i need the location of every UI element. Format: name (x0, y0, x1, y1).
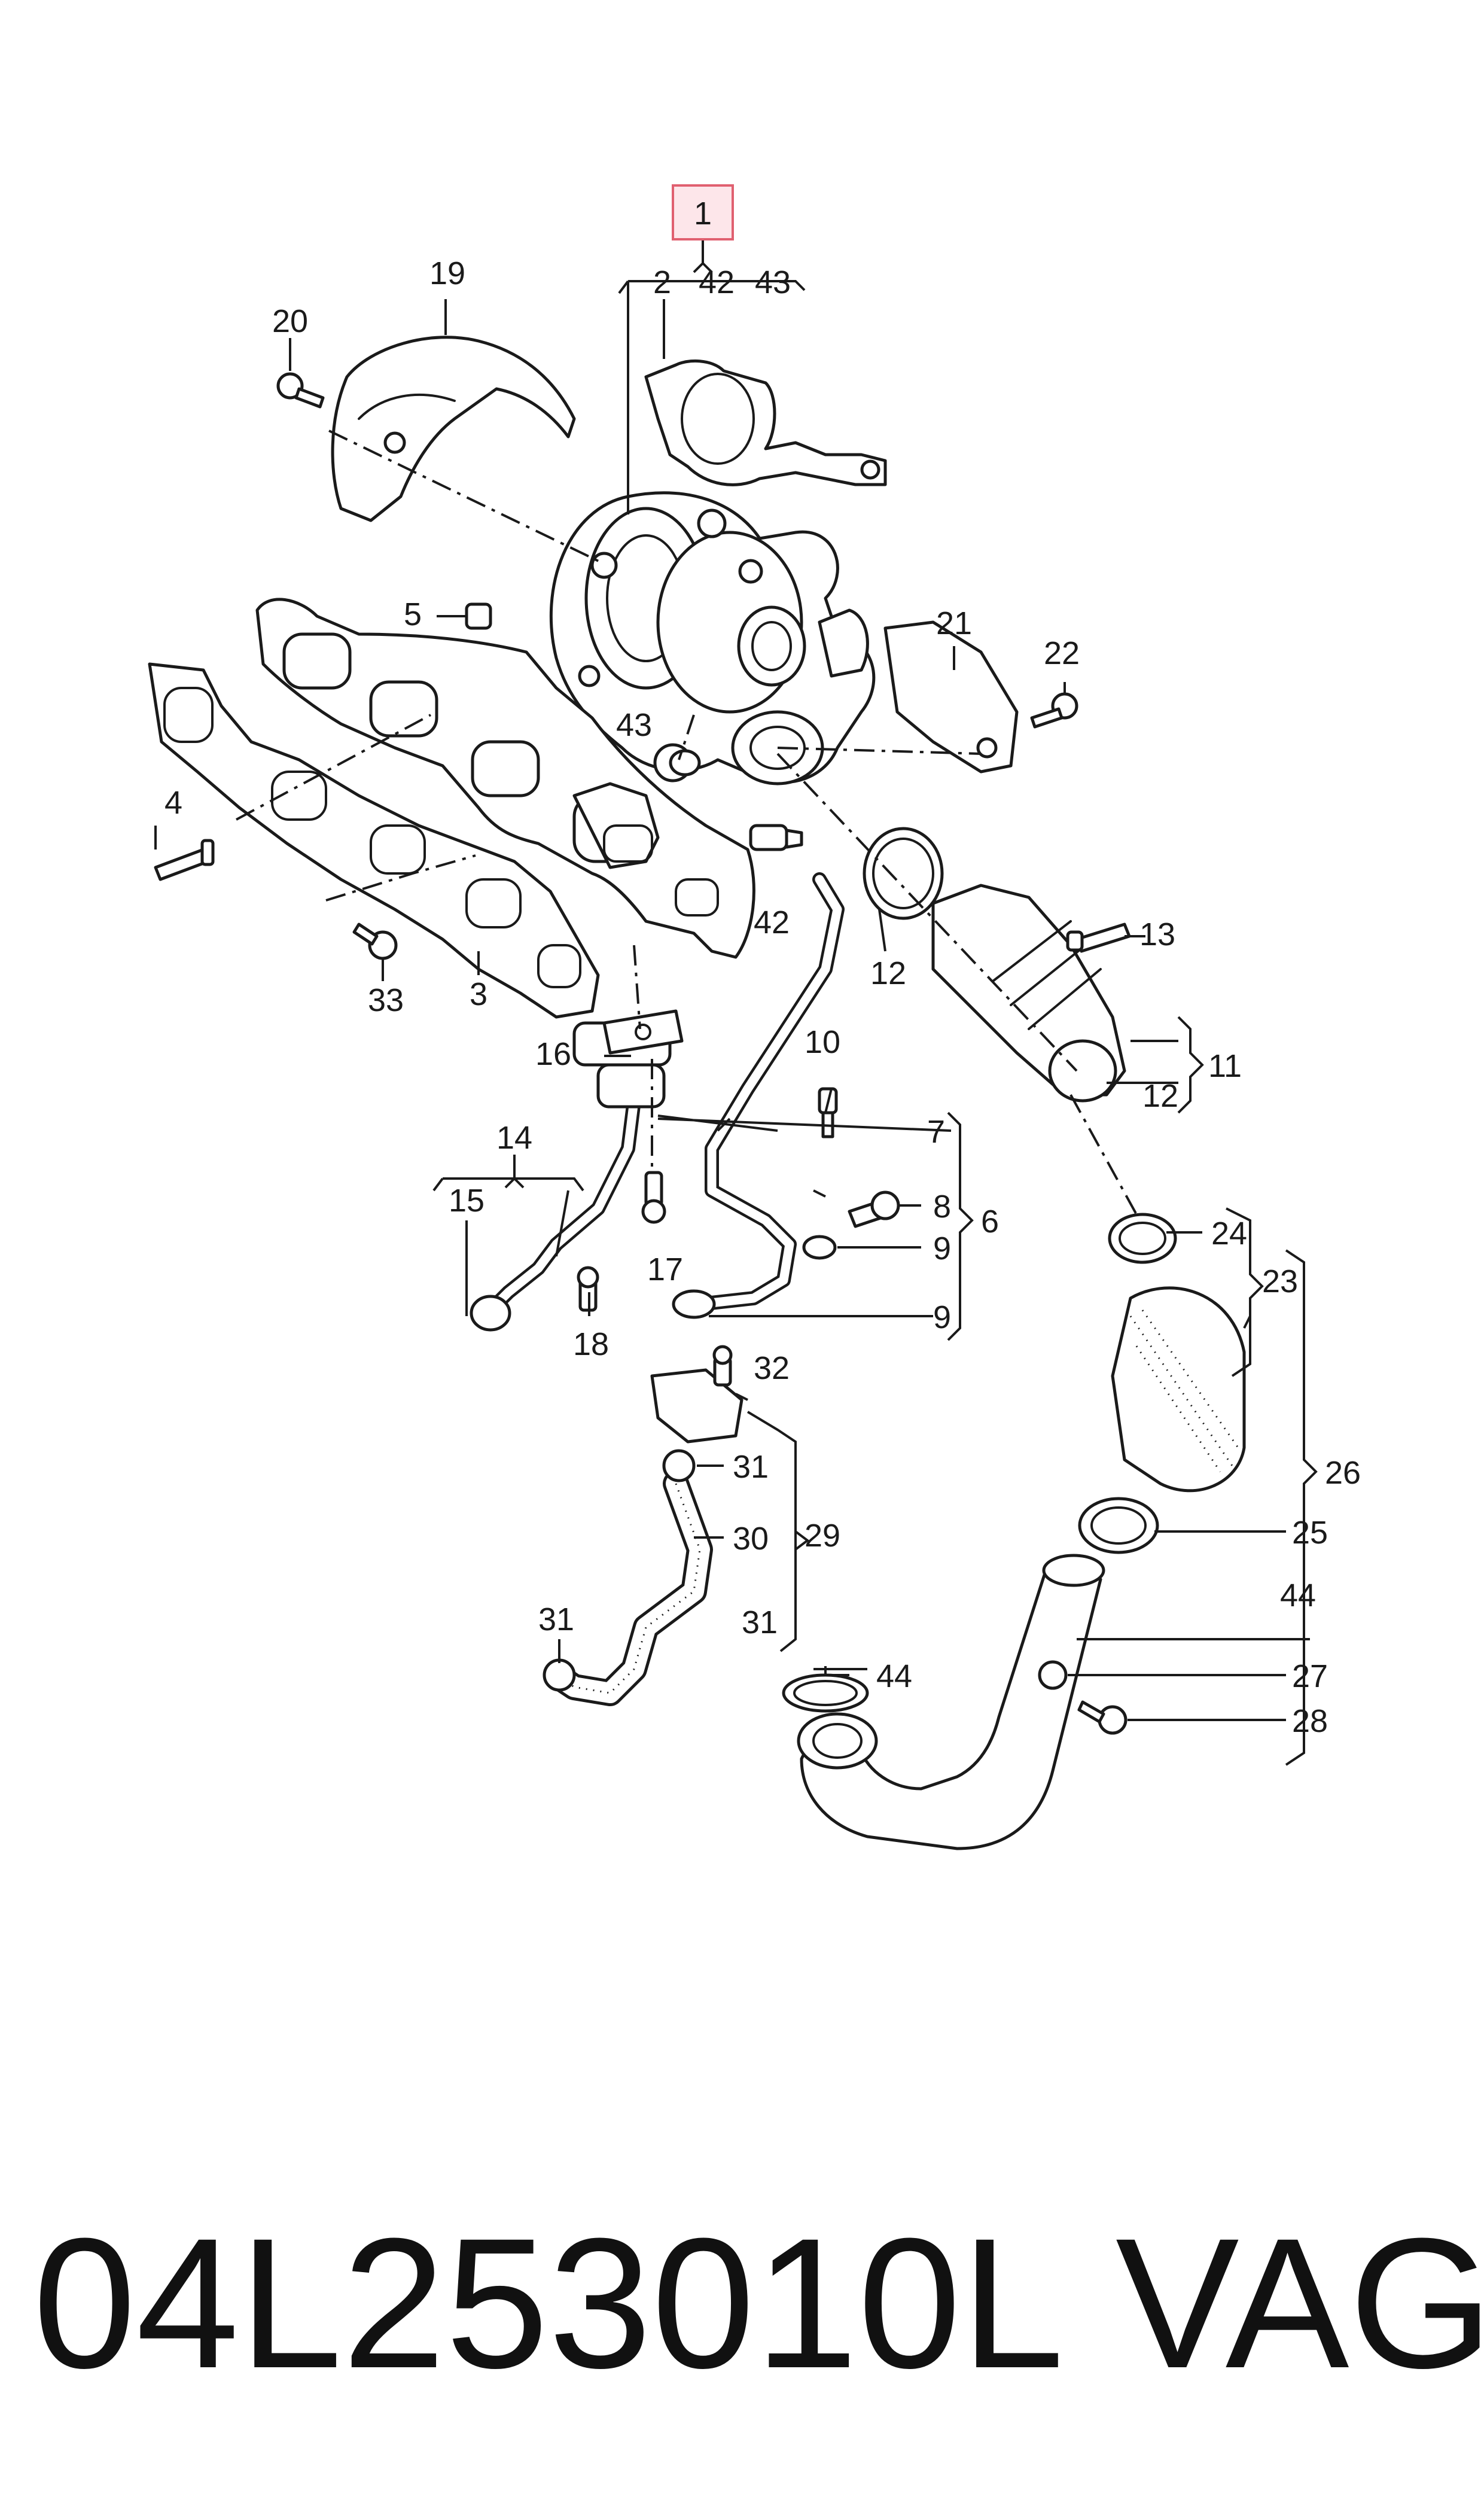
heat-shield-upper (331, 336, 576, 522)
callout-21: 21 (936, 605, 972, 641)
bolt-32 (712, 1345, 733, 1387)
bolt-4 (154, 839, 215, 881)
callout-9-lower: 9 (933, 1299, 951, 1335)
callout-6: 6 (981, 1204, 999, 1240)
seal-ring-44 (782, 1673, 869, 1713)
callout-8: 8 (933, 1189, 951, 1225)
callout-26: 26 (1325, 1455, 1361, 1491)
callout-19: 19 (429, 255, 465, 291)
heat-shield-lower (883, 620, 1019, 774)
callout-1: 1 (694, 196, 712, 232)
callout-18: 18 (573, 1326, 609, 1362)
callout-31-upper: 31 (733, 1449, 769, 1485)
callout-16: 16 (535, 1036, 571, 1072)
bolt-13 (1066, 922, 1131, 953)
washer-9 (672, 1235, 837, 1319)
callout-31-lower: 31 (742, 1604, 778, 1640)
callout-30: 30 (733, 1521, 769, 1557)
nut-5 (465, 602, 492, 630)
exhaust-manifold (255, 598, 755, 959)
callout-9-upper: 9 (933, 1231, 951, 1266)
callout-10: 10 (805, 1024, 840, 1060)
clip-27 (1038, 1660, 1068, 1690)
callout-43: 43 (616, 707, 652, 743)
clamp-lower (1078, 1497, 1159, 1554)
leader-lines (154, 239, 1318, 1766)
bolt-10 (818, 1087, 838, 1138)
bolt-33 (352, 922, 398, 960)
bolt-17 (641, 1171, 666, 1224)
highlight-box-part-1 (672, 184, 734, 240)
washer-43 (669, 749, 701, 777)
callout-14: 14 (496, 1120, 532, 1156)
callout-22: 22 (1044, 635, 1080, 671)
callout-13: 13 (1139, 917, 1175, 952)
boost-actuator (644, 359, 887, 486)
manifold-gasket (148, 662, 600, 1019)
bolt-22 (1030, 692, 1078, 729)
intercooler-hose (1111, 1286, 1246, 1493)
callout-29: 29 (805, 1518, 840, 1554)
callout-33: 33 (368, 982, 404, 1018)
callout-42: 42 (754, 905, 790, 940)
fitting-42 (749, 824, 803, 851)
callout-27: 27 (1292, 1658, 1328, 1694)
callout-20: 20 (272, 303, 308, 339)
pressure-sensor (543, 1368, 743, 1692)
charge-pipe-elbow (797, 1554, 1105, 1850)
turbocharger (549, 491, 876, 785)
callout-3: 3 (470, 976, 487, 1012)
callout-7: 7 (927, 1114, 945, 1150)
gasket-16 (602, 1009, 684, 1055)
callout-11: 11 (1208, 1048, 1242, 1084)
callout-42-top: 42 (699, 264, 735, 300)
callout-12-group: 12 (1142, 1078, 1178, 1114)
callout-12-seal: 12 (870, 955, 906, 991)
callout-2: 2 (653, 264, 671, 300)
callout-23: 23 (1262, 1263, 1298, 1299)
bolt-28 (1077, 1700, 1128, 1735)
charge-air-pipe (931, 884, 1126, 1103)
callout-31-left: 31 (538, 1601, 574, 1637)
callout-17: 17 (647, 1252, 683, 1287)
callout-labels: 1 2 42 43 19 20 5 21 22 43 4 42 13 12 33… (164, 196, 1361, 1739)
bolt-8 (848, 1191, 900, 1228)
callout-32: 32 (754, 1350, 790, 1386)
part-number: 04L253010L (33, 2199, 1065, 2407)
callout-43-top: 43 (755, 264, 791, 300)
bolt-20 (276, 372, 325, 409)
oil-feed-pipe (693, 872, 845, 1311)
callout-5: 5 (404, 596, 422, 632)
vacuum-hose (543, 1470, 713, 1706)
clamp-upper (1108, 1213, 1177, 1264)
o-ring-seal (863, 827, 944, 920)
callout-44-left: 44 (876, 1658, 912, 1694)
callout-28: 28 (1292, 1703, 1328, 1739)
callout-44-right: 44 (1280, 1578, 1316, 1613)
callout-15: 15 (449, 1183, 484, 1219)
callout-24: 24 (1211, 1216, 1247, 1252)
callout-25: 25 (1292, 1515, 1328, 1551)
brand-name: VAG (1116, 2199, 1484, 2407)
callout-4: 4 (164, 785, 182, 821)
